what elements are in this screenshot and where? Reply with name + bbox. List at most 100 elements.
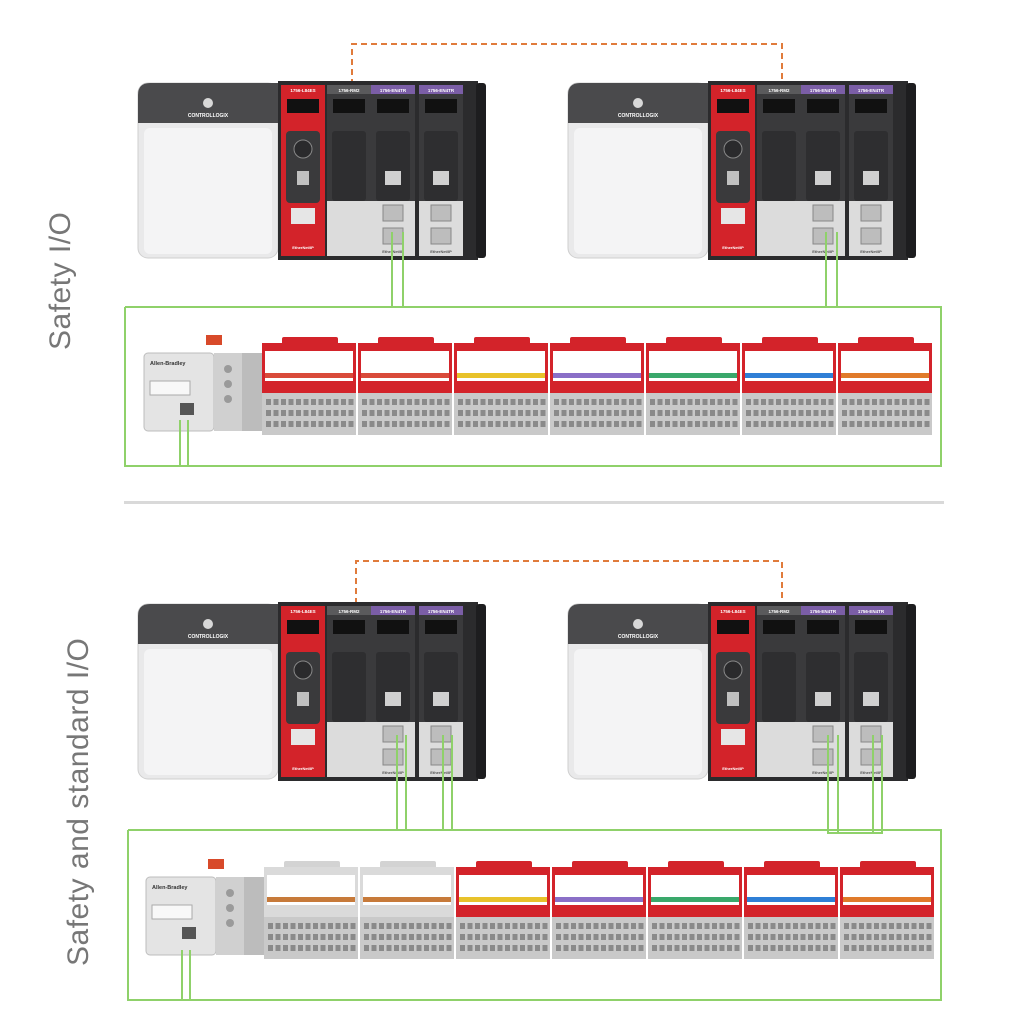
terminal-screw (702, 410, 708, 416)
terminal-screw (732, 421, 738, 427)
terminal-screw (298, 934, 303, 940)
terminal-screw (823, 934, 828, 940)
terminal-screw (904, 945, 909, 951)
terminal-screw (488, 399, 493, 405)
terminal-screw (606, 421, 612, 427)
terminal-screw (909, 421, 915, 427)
terminal-screw (813, 421, 819, 427)
terminal-screw (556, 934, 561, 940)
terminal-screw (465, 410, 471, 416)
safety-io-module (262, 337, 356, 435)
terminal-screw (697, 945, 702, 951)
module-catalog-label: 1756-EN4TR (428, 609, 455, 614)
terminal-screw (399, 421, 405, 427)
status-led-icon (224, 395, 232, 403)
terminal-screw (480, 421, 486, 427)
terminal-screw (753, 421, 759, 427)
terminal-screw (828, 421, 834, 427)
terminal-screw (776, 399, 781, 405)
module-catalog-label: 1756-EN4TR (380, 88, 407, 93)
terminal-screw (343, 945, 348, 951)
terminal-screw (424, 945, 429, 951)
terminal-screw (793, 923, 798, 929)
terminal-screw (682, 934, 687, 940)
terminal-screw (712, 923, 717, 929)
terminal-screw (887, 399, 892, 405)
terminal-screw (335, 923, 341, 929)
module-display (855, 99, 887, 113)
terminal-screw (296, 399, 301, 405)
terminal-screw (527, 934, 533, 940)
terminal-screw (748, 934, 753, 940)
terminal-screw (616, 945, 621, 951)
ethernet-port-icon (860, 748, 882, 766)
io-rack: Allen-Bradley (145, 859, 934, 959)
terminal-screw (911, 934, 917, 940)
terminal-screw (734, 934, 740, 940)
module-catalog-label: 1756-L84ES (720, 88, 745, 93)
terminal-screw (866, 923, 872, 929)
allen-bradley-logo-icon (203, 619, 213, 629)
terminal-screw (889, 923, 894, 929)
module-face (376, 652, 410, 722)
terminal-screw (808, 945, 813, 951)
terminal-screw (821, 410, 826, 416)
terminal-screw (586, 923, 591, 929)
terminal-screw (482, 934, 488, 940)
module-display (717, 99, 749, 113)
terminal-screw (465, 421, 471, 427)
terminal-screw (386, 945, 392, 951)
module-face (806, 131, 840, 201)
adapter-spacer (244, 877, 264, 955)
terminal-screw (815, 934, 821, 940)
terminal-screw (394, 945, 399, 951)
terminal-screw (734, 923, 740, 929)
keyswitch-icon (723, 139, 743, 159)
terminal-screw (665, 399, 670, 405)
terminal-screw (746, 421, 751, 427)
terminal-screw (785, 923, 791, 929)
terminal-screw (864, 399, 870, 405)
terminal-screw (674, 923, 680, 929)
terminal-screw (488, 421, 493, 427)
terminal-screw (290, 945, 296, 951)
terminal-screw (275, 934, 281, 940)
terminal-screw (924, 399, 930, 405)
terminal-screw (830, 934, 836, 940)
adapter-status-panel (214, 353, 242, 431)
terminal-screw (305, 923, 311, 929)
terminal-screw (849, 399, 855, 405)
terminal-screw (791, 421, 796, 427)
module-face (762, 131, 796, 201)
ethernet-port-icon (860, 227, 882, 245)
allen-bradley-logo-icon (203, 98, 213, 108)
module-footer-label: EtherNet/IP (292, 245, 314, 250)
terminal-screw (512, 945, 518, 951)
terminal-screw (268, 923, 273, 929)
terminal-screw (303, 399, 309, 405)
terminal-screw (652, 945, 657, 951)
terminal-screw (348, 421, 354, 427)
terminal-screw (490, 945, 495, 951)
terminal-screw (275, 945, 281, 951)
adapter-brand-label: Allen-Bradley (152, 885, 188, 891)
terminal-screw (422, 421, 427, 427)
usb-port-icon (727, 692, 739, 706)
sd-slot (291, 208, 315, 224)
terminal-screw (763, 945, 768, 951)
module-footer (711, 754, 755, 777)
adapter-tab (208, 859, 224, 869)
terminal-screw (599, 421, 604, 427)
terminal-screw (392, 410, 397, 416)
terminal-screw (392, 399, 397, 405)
terminal-screw (710, 399, 715, 405)
terminal-screw (657, 399, 663, 405)
terminal-screw (866, 945, 872, 951)
ethernet-port-icon (812, 227, 834, 245)
terminal-screw (783, 399, 789, 405)
terminal-screw (674, 945, 680, 951)
module-catalog-label: 1756-RM2 (338, 609, 360, 614)
module-footer-label: EtherNet/IP (722, 766, 744, 771)
terminal-screw (672, 410, 678, 416)
